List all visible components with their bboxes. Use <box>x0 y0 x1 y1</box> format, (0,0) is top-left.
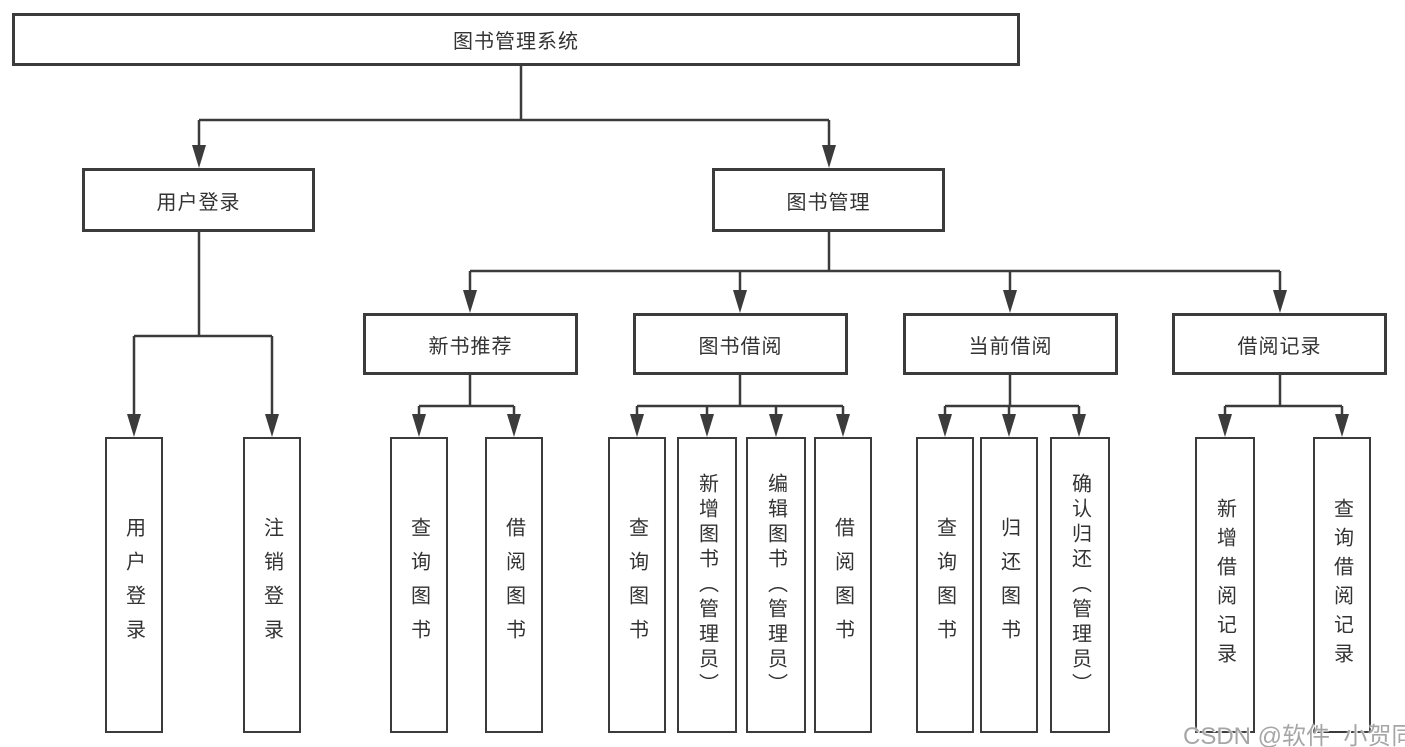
leaf-query-book-borrow: 查询图书 <box>608 437 666 733</box>
leaf-add-borrow-record-label: 新增借阅记录 <box>1213 498 1236 672</box>
connector-book-borrow-branch <box>630 373 850 437</box>
arrowhead <box>630 414 644 437</box>
arrowhead <box>1002 414 1016 437</box>
leaf-borrow-book: 借阅图书 <box>814 437 872 733</box>
node-borrow-records-label: 借阅记录 <box>1237 335 1322 358</box>
node-user-login-label: 用户登录 <box>156 191 241 214</box>
leaf-borrow-book-label: 借阅图书 <box>831 517 854 653</box>
leaf-query-book-recommend: 查询图书 <box>390 437 448 733</box>
arrowhead <box>938 414 952 437</box>
node-book-borrow-label: 图书借阅 <box>698 335 783 358</box>
arrowhead <box>192 145 206 168</box>
leaf-add-book-admin: 新增图书（管理员） <box>677 437 737 733</box>
connector-new-book-recommend-branch <box>412 373 521 437</box>
arrowhead <box>1273 290 1287 313</box>
leaf-borrow-book-recommend: 借阅图书 <box>485 437 543 733</box>
leaf-return-book-label: 归还图书 <box>997 517 1020 653</box>
node-book-borrow: 图书借阅 <box>633 313 848 375</box>
leaf-query-borrow-record-label: 查询借阅记录 <box>1330 498 1353 672</box>
leaf-user-login: 用户登录 <box>105 437 163 733</box>
arrowhead <box>822 145 836 168</box>
node-book-management: 图书管理 <box>712 168 945 232</box>
connector-borrow-records-branch <box>1218 373 1349 437</box>
connector-root-to-level2 <box>192 64 836 168</box>
arrowhead <box>463 290 477 313</box>
arrowhead <box>127 414 141 437</box>
node-user-login: 用户登录 <box>82 168 315 232</box>
leaf-query-book-borrow-label: 查询图书 <box>625 517 648 653</box>
leaf-add-book-admin-label: 新增图书（管理员） <box>695 472 718 698</box>
arrowhead <box>1335 414 1349 437</box>
leaf-edit-book-admin-label: 编辑图书（管理员） <box>764 472 787 698</box>
connector-current-borrow-branch <box>938 373 1086 437</box>
node-current-borrow-label: 当前借阅 <box>968 335 1053 358</box>
arrowhead <box>733 290 747 313</box>
arrowhead <box>265 414 279 437</box>
leaf-logout: 注销登录 <box>243 437 301 733</box>
connector-book-management-branch <box>463 230 1287 313</box>
leaf-confirm-return-admin: 确认归还（管理员） <box>1050 437 1110 733</box>
node-borrow-records: 借阅记录 <box>1172 313 1387 375</box>
connector-user-login-branch <box>127 230 279 437</box>
arrowhead <box>1218 414 1232 437</box>
node-new-book-recommend-label: 新书推荐 <box>428 335 513 358</box>
leaf-user-login-label: 用户登录 <box>122 517 145 653</box>
arrowhead <box>507 414 521 437</box>
leaf-query-book-recommend-label: 查询图书 <box>407 517 430 653</box>
leaf-borrow-book-recommend-label: 借阅图书 <box>502 517 525 653</box>
arrowhead <box>700 414 714 437</box>
node-current-borrow: 当前借阅 <box>903 313 1118 375</box>
leaf-query-book-current: 查询图书 <box>916 437 974 733</box>
arrowhead <box>412 414 426 437</box>
leaf-confirm-return-admin-label: 确认归还（管理员） <box>1068 472 1091 698</box>
leaf-add-borrow-record: 新增借阅记录 <box>1195 437 1255 733</box>
csdn-watermark: CSDN @软件_小贺同学 <box>1183 723 1405 747</box>
node-new-book-recommend: 新书推荐 <box>363 313 578 375</box>
leaf-query-borrow-record: 查询借阅记录 <box>1313 437 1371 733</box>
node-book-management-label: 图书管理 <box>786 191 871 214</box>
node-root-system: 图书管理系统 <box>12 13 1020 66</box>
leaf-return-book: 归还图书 <box>980 437 1038 733</box>
arrowhead <box>769 414 783 437</box>
arrowhead <box>1072 414 1086 437</box>
arrowhead <box>1003 290 1017 313</box>
leaf-edit-book-admin: 编辑图书（管理员） <box>746 437 806 733</box>
arrowhead <box>836 414 850 437</box>
leaf-query-book-current-label: 查询图书 <box>933 517 956 653</box>
leaf-logout-label: 注销登录 <box>260 517 283 653</box>
node-root-system-label: 图书管理系统 <box>453 31 579 53</box>
